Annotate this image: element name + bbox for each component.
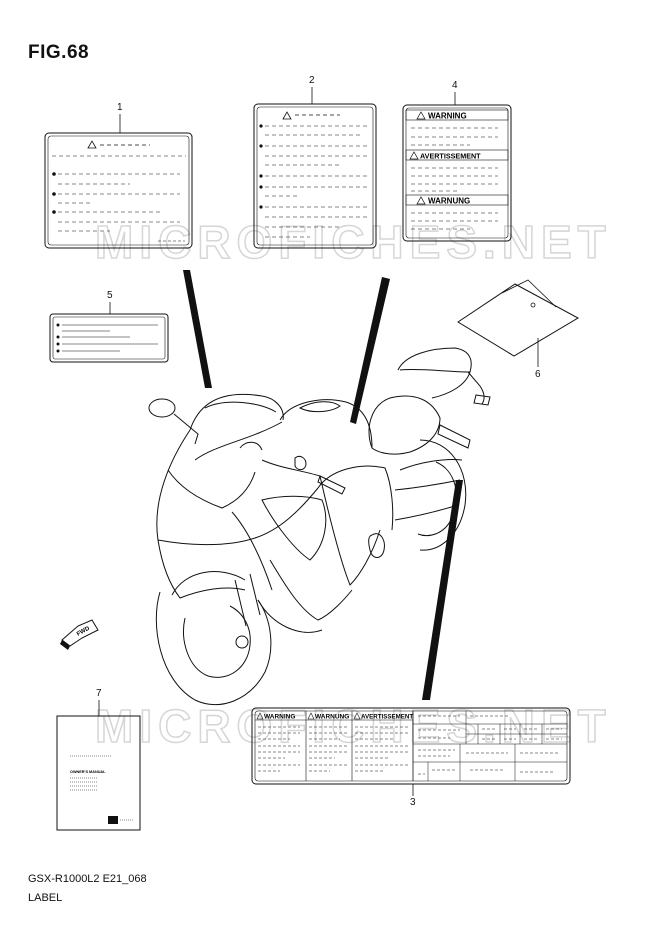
label-4-drawing: WARNING AVERTISSEMENT WARNUNG bbox=[402, 92, 512, 242]
figure-title: FIG.68 bbox=[28, 42, 90, 63]
label-3-warning-text: WARNING bbox=[264, 714, 295, 721]
model-code: GSX-R1000L2 E21_068 bbox=[28, 873, 147, 885]
callout-3: 3 bbox=[410, 797, 416, 808]
callout-2: 2 bbox=[309, 75, 315, 86]
pointer-wedge-label-1 bbox=[183, 270, 212, 388]
callout-4: 4 bbox=[452, 80, 458, 91]
label-7-drawing: OWNER'S MANUAL bbox=[56, 700, 141, 831]
label-5-drawing bbox=[49, 302, 169, 363]
label-2-drawing bbox=[253, 87, 377, 249]
pointer-wedge-label-2 bbox=[350, 277, 390, 424]
callout-1: 1 bbox=[117, 102, 123, 113]
label-1-drawing bbox=[44, 114, 193, 249]
label-4-warning-text: WARNING bbox=[428, 112, 467, 121]
label-4-warnung-text: WARNUNG bbox=[428, 197, 470, 206]
owners-manual-text: OWNER'S MANUAL bbox=[70, 770, 106, 774]
callout-7: 7 bbox=[96, 688, 102, 699]
label-6-drawing bbox=[457, 279, 580, 367]
fwd-arrow-icon: FWD bbox=[60, 619, 99, 650]
watermark-top: MICROFICHES.NET bbox=[95, 216, 612, 268]
label-3-drawing: WARNING WARNUNG AVERTISSEMENT bbox=[251, 707, 571, 796]
label-3-avertissement-text: AVERTISSEMENT bbox=[361, 714, 413, 721]
motorcycle-outline bbox=[148, 347, 491, 706]
label-3-warnung-text: WARNUNG bbox=[315, 714, 349, 721]
callout-6: 6 bbox=[535, 369, 541, 380]
section-name: LABEL bbox=[28, 892, 63, 904]
callout-5: 5 bbox=[107, 290, 113, 301]
label-4-avertissement-text: AVERTISSEMENT bbox=[420, 152, 481, 161]
